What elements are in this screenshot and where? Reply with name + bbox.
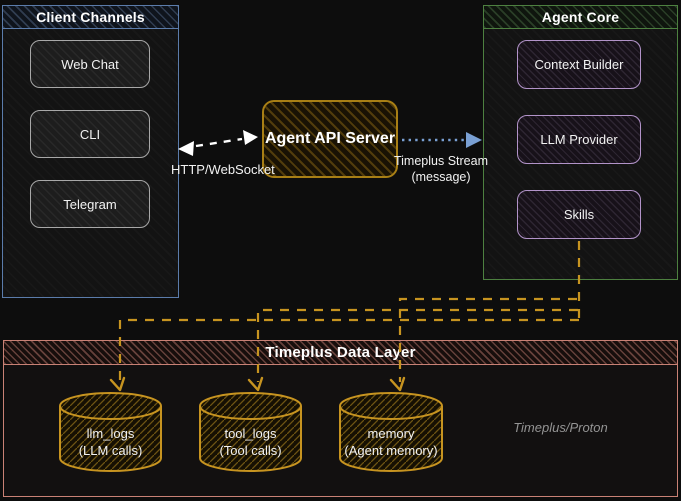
tool-logs-label: tool_logs (Tool calls) [200, 426, 301, 459]
client-channels-header: Client Channels [3, 6, 178, 29]
http-websocket-arrow [178, 130, 258, 156]
engine-label: Timeplus/Proton [513, 420, 608, 435]
timeplus-stream-label: Timeplus Stream (message) [391, 153, 491, 185]
timeplus-data-layer-title: Timeplus Data Layer [265, 344, 416, 361]
stream-arrowhead [466, 132, 482, 148]
llm-provider-node: LLM Provider [517, 115, 641, 164]
context-builder-label: Context Builder [534, 57, 624, 72]
timeplus-stream-arrow [402, 132, 482, 148]
llm-logs-name: llm_logs [86, 426, 135, 441]
cli-node: CLI [30, 110, 150, 158]
http-websocket-label: HTTP/WebSocket [171, 162, 275, 177]
memory-name: memory [367, 426, 415, 441]
agent-api-server-label: Agent API Server [264, 130, 396, 147]
telegram-node: Telegram [30, 180, 150, 228]
llm-provider-label: LLM Provider [540, 132, 618, 147]
timeplus-stream-label-line1: Timeplus Stream [393, 154, 488, 168]
agent-core-title: Agent Core [541, 9, 620, 25]
timeplus-data-layer-header: Timeplus Data Layer [4, 341, 677, 365]
llm-logs-sub: (LLM calls) [78, 442, 143, 458]
http-arrowhead-left [178, 141, 194, 156]
telegram-label: Telegram [63, 196, 117, 212]
timeplus-data-layer-group: Timeplus Data Layer [3, 340, 678, 497]
memory-sub: (Agent memory) [344, 442, 438, 458]
web-chat-node: Web Chat [30, 40, 150, 88]
http-arrowhead-right [243, 130, 258, 145]
context-builder-node: Context Builder [517, 40, 641, 89]
skills-label: Skills [563, 207, 595, 222]
client-channels-title: Client Channels [36, 9, 145, 25]
timeplus-stream-label-line2: (message) [411, 170, 471, 184]
cli-label: CLI [79, 126, 101, 142]
agent-api-server-node: Agent API Server [262, 100, 398, 178]
tool-logs-sub: (Tool calls) [219, 442, 282, 458]
tool-logs-name: tool_logs [224, 426, 277, 441]
memory-label: memory (Agent memory) [336, 426, 446, 459]
agent-core-header: Agent Core [484, 6, 677, 29]
web-chat-label: Web Chat [61, 56, 119, 72]
llm-logs-label: llm_logs (LLM calls) [60, 426, 161, 459]
skills-node: Skills [517, 190, 641, 239]
